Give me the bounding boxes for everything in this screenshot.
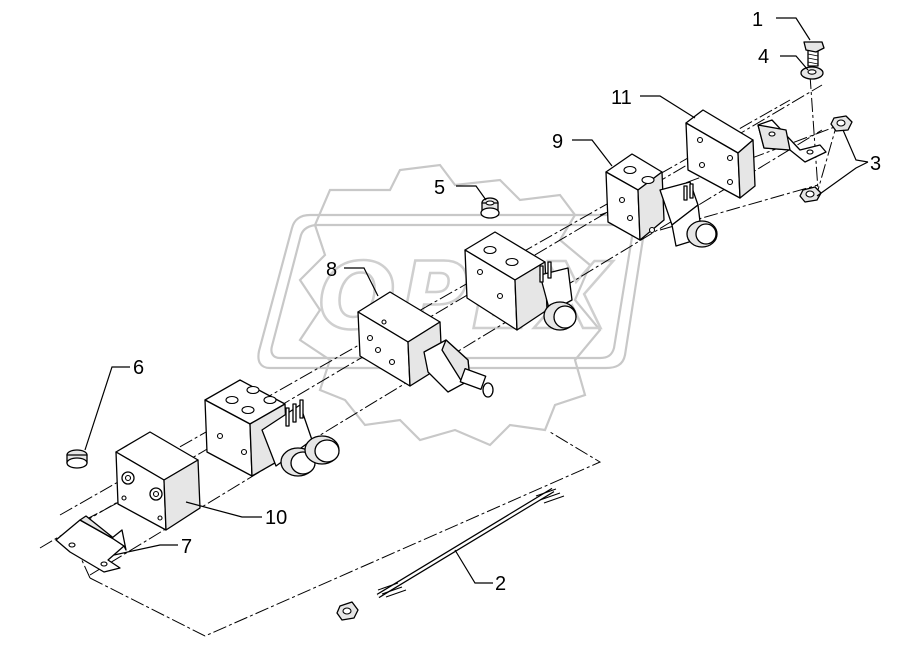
callout-11: 11 — [611, 87, 632, 109]
valve-block-double-left — [204, 379, 340, 477]
tie-rod-part-2 — [376, 487, 565, 599]
watermark-gear-icon — [298, 163, 602, 447]
callout-4: 4 — [758, 46, 769, 68]
callout-5: 5 — [434, 177, 445, 199]
fitting-part-5 — [480, 197, 500, 219]
end-block-part-10 — [115, 431, 201, 531]
callout-9: 9 — [552, 131, 563, 153]
callout-1: 1 — [752, 9, 763, 31]
callout-8: 8 — [326, 259, 337, 281]
bolt-part-1 — [803, 41, 825, 67]
nut-part-3-upper — [830, 115, 853, 132]
leader-lines — [84, 17, 869, 584]
bracket-upper — [757, 119, 827, 163]
watermark: OPEX — [257, 163, 647, 447]
washer-part-4 — [800, 66, 824, 80]
valve-block-part-9 — [605, 153, 718, 248]
callout-7: 7 — [181, 536, 192, 558]
callout-2: 2 — [495, 573, 506, 595]
bracket-part-7 — [55, 515, 127, 573]
callout-3: 3 — [870, 153, 881, 175]
nut-part-3-lower — [799, 186, 822, 203]
plug-part-6 — [66, 449, 88, 469]
end-plate-part-11 — [685, 109, 756, 199]
callout-labels: 1 2 3 4 5 6 7 8 9 10 11 — [133, 9, 881, 595]
nut-part-2 — [336, 601, 359, 621]
callout-6: 6 — [133, 357, 144, 379]
valve-block-middle — [464, 231, 577, 331]
callout-10: 10 — [265, 507, 287, 529]
cylinder-block-part-8 — [357, 291, 494, 398]
